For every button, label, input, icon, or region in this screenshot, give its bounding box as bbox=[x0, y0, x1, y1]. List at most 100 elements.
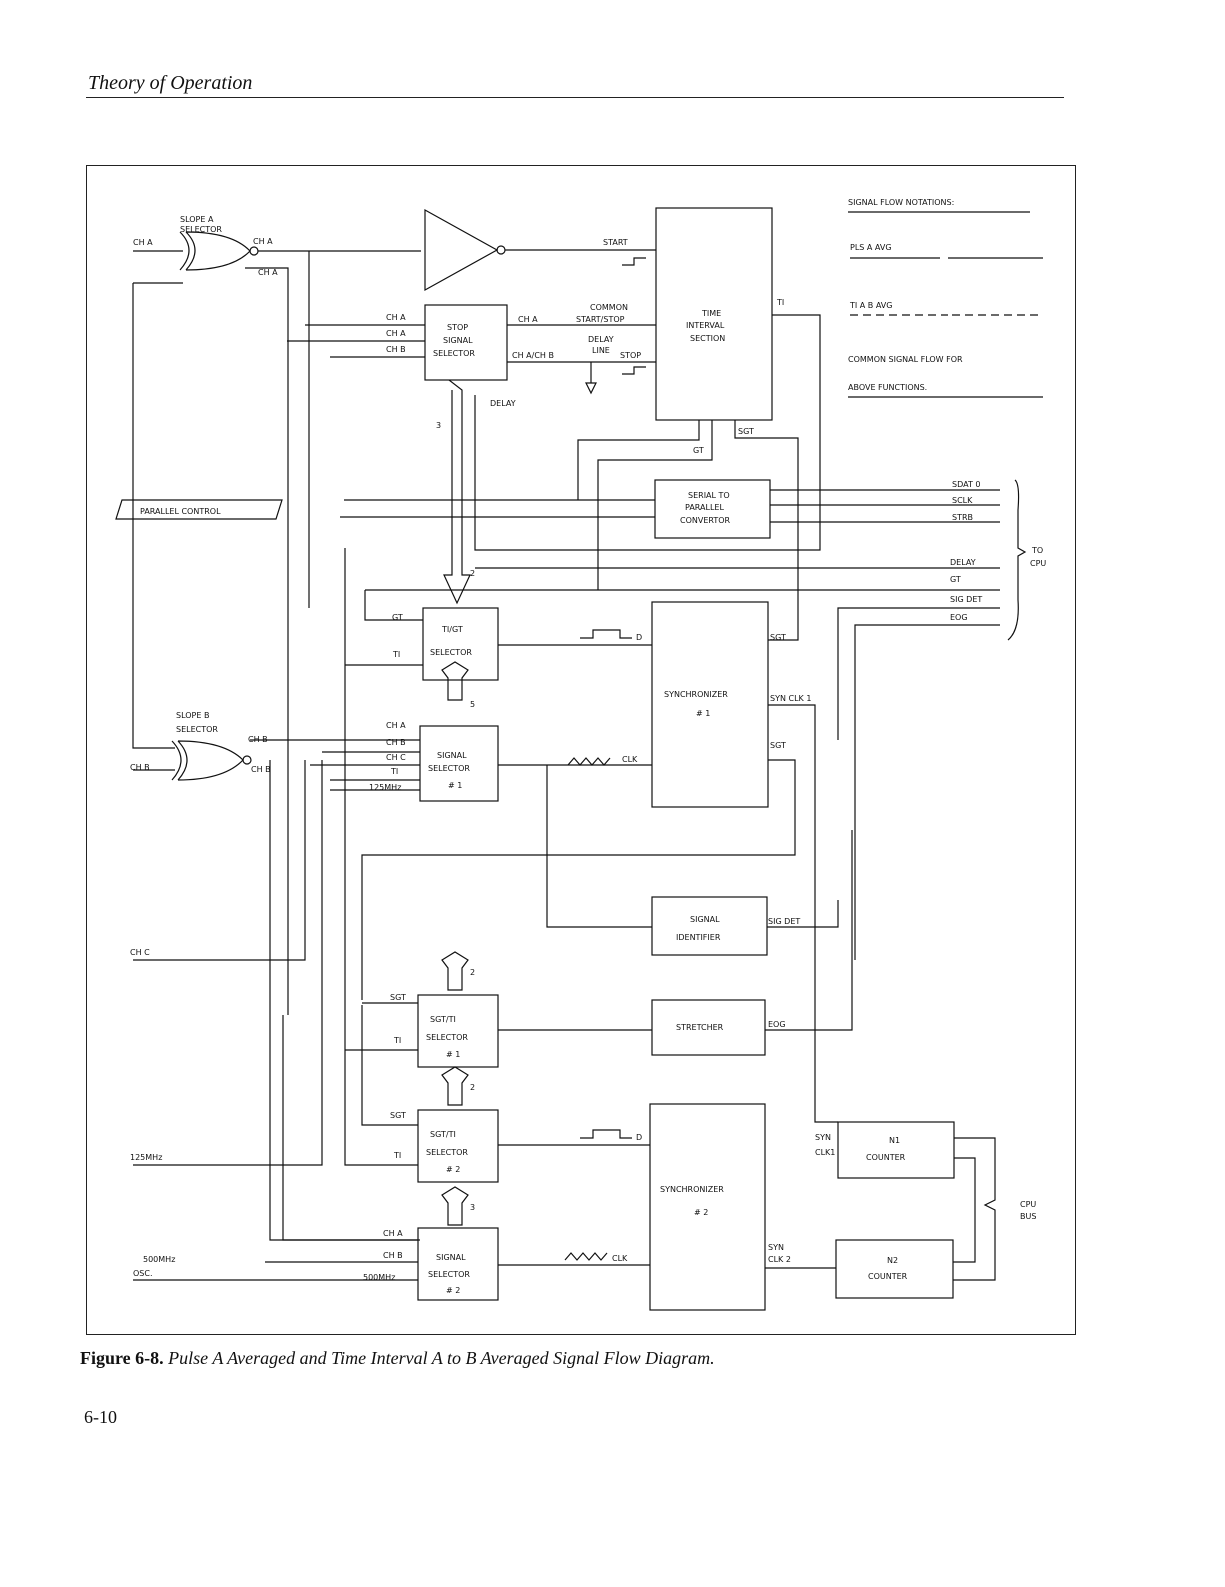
sgt1-label-2: SELECTOR bbox=[426, 1033, 468, 1042]
signal-selector-1-block bbox=[419, 725, 499, 802]
bus-2a-arrow bbox=[441, 951, 469, 991]
cha-input-label: CH A bbox=[133, 238, 153, 247]
sgt-ti-selector-2-block bbox=[417, 1109, 499, 1183]
clk2-label: CLK bbox=[612, 1254, 628, 1263]
sgt-ti-outputs bbox=[498, 1029, 652, 1146]
clk-waveform bbox=[567, 757, 611, 766]
slope-b-output-bubble bbox=[242, 755, 252, 765]
n1-label-2: COUNTER bbox=[866, 1153, 906, 1162]
stp-label-1: SERIAL TO bbox=[688, 491, 730, 500]
n2-counter-block bbox=[835, 1239, 954, 1299]
125mhz-label: 125MHz bbox=[130, 1153, 162, 1162]
clk2-syn-label: CLK 2 bbox=[768, 1255, 791, 1264]
cha-out-label: CH A bbox=[258, 268, 278, 277]
sdat-label: SDAT 0 bbox=[952, 480, 980, 489]
chc-line bbox=[133, 760, 306, 961]
d2-waveform bbox=[580, 1129, 632, 1139]
sgt-return-line bbox=[361, 759, 796, 1000]
stp-label-2: PARALLEL bbox=[685, 503, 724, 512]
notation-title: SIGNAL FLOW NOTATIONS: bbox=[848, 198, 954, 207]
pls-legend-label: PLS A AVG bbox=[850, 243, 892, 252]
tigt-label-1: TI/GT bbox=[441, 625, 463, 634]
cpu-serial-lines bbox=[770, 489, 1000, 523]
clk-label: CLK bbox=[622, 755, 638, 764]
stop-block-label-3: SELECTOR bbox=[433, 349, 475, 358]
page-header: Theory of Operation bbox=[88, 72, 253, 94]
sgt1-ti-in: TI bbox=[393, 1036, 401, 1045]
ss2-label-2: SELECTOR bbox=[428, 1270, 470, 1279]
to-cpu-label-2: CPU bbox=[1030, 559, 1046, 568]
ss2-label-3: # 2 bbox=[446, 1286, 460, 1295]
tis-label-2: INTERVAL bbox=[686, 321, 725, 330]
syn-clk1-line bbox=[768, 704, 838, 1123]
delay-out-label: DELAY bbox=[950, 558, 976, 567]
parallel-control-box bbox=[115, 499, 283, 520]
start-buffer-triangle bbox=[424, 208, 499, 292]
stp-label-3: CONVERTOR bbox=[680, 516, 731, 525]
sigdet-eog-lines bbox=[837, 607, 1000, 960]
figure-caption: Figure 6-8. Pulse A Averaged and Time In… bbox=[80, 1348, 715, 1369]
clk2-waveform bbox=[564, 1252, 608, 1261]
sgt2-label-1: SGT/TI bbox=[430, 1130, 456, 1139]
bus-2b-arrow bbox=[441, 1066, 469, 1106]
ss1-inputs bbox=[310, 751, 420, 791]
bus-5-arrow bbox=[441, 661, 469, 701]
sigdet-return bbox=[767, 900, 839, 928]
figure-number: Figure 6-8. bbox=[80, 1348, 164, 1368]
tigt-label-2: SELECTOR bbox=[430, 648, 472, 657]
bus-2-top-label: 2 bbox=[470, 569, 475, 578]
synchronizer-1-block bbox=[651, 601, 769, 808]
start-waveform bbox=[622, 257, 646, 266]
sgt-label: SGT bbox=[738, 427, 754, 436]
syn-clk1-label: SYN CLK 1 bbox=[770, 694, 811, 703]
tis-label-3: SECTION bbox=[690, 334, 725, 343]
eog-out-label: EOG bbox=[950, 613, 968, 622]
serial-to-parallel-block bbox=[654, 479, 771, 539]
stop-in-cha-2: CH A bbox=[386, 329, 406, 338]
sigdet-out-label: SIG DET bbox=[950, 595, 982, 604]
stop-selector-inputs bbox=[287, 324, 425, 358]
syn-label: SYN bbox=[815, 1133, 831, 1142]
chc-input-label: CH C bbox=[130, 948, 150, 957]
bus-5-label: 5 bbox=[470, 700, 475, 709]
stop-signal-selector-block bbox=[424, 304, 508, 381]
n1-label-1: N1 bbox=[889, 1136, 900, 1145]
slope-b-label-2: SELECTOR bbox=[176, 725, 218, 734]
syn2-label: SYN bbox=[768, 1243, 784, 1252]
slope-a-label-2: SELECTOR bbox=[180, 225, 222, 234]
stop-in-cha-1: CH A bbox=[386, 313, 406, 322]
osc-label-1: 500MHz bbox=[143, 1255, 175, 1264]
bus-3-label: 3 bbox=[470, 1203, 475, 1212]
slope-b-label-1: SLOPE B bbox=[176, 711, 209, 720]
stop-label: STOP bbox=[620, 351, 641, 360]
chb-input-label: CH B bbox=[130, 763, 150, 772]
stop-block-label-2: SIGNAL bbox=[443, 336, 473, 345]
common-label-1: COMMON bbox=[590, 303, 628, 312]
time-interval-section-block bbox=[655, 207, 773, 421]
sync2-label-1: SYNCHRONIZER bbox=[660, 1185, 724, 1194]
parallel-control-link-a bbox=[132, 282, 183, 749]
ss1-chc-in: CH C bbox=[386, 753, 406, 762]
ti-output-loop bbox=[474, 314, 821, 551]
sgt1-label-3: # 1 bbox=[446, 1050, 460, 1059]
cha-chb-label: CH A/CH B bbox=[512, 351, 554, 360]
cha-bar-label: CH A bbox=[253, 237, 273, 246]
sgt2-ti-in: TI bbox=[393, 1151, 401, 1160]
sgt1-sgt-in: SGT bbox=[390, 993, 406, 1002]
clk-to-identifier bbox=[546, 765, 652, 928]
stretcher-block bbox=[651, 999, 766, 1056]
gt-output-line-2 bbox=[597, 420, 713, 590]
signal-selector-2-block bbox=[417, 1227, 499, 1301]
ss1-ti-in: TI bbox=[390, 767, 398, 776]
bus-2a-label: 2 bbox=[470, 968, 475, 977]
ss2-inputs bbox=[133, 1015, 418, 1281]
ti-gt-selector-block bbox=[422, 607, 499, 681]
sgt-ti-selector-1-block bbox=[417, 994, 499, 1068]
slope-a-output-bubble bbox=[249, 246, 259, 256]
chb-out-label: CH B bbox=[251, 765, 271, 774]
cpu-bus-lines bbox=[953, 1137, 996, 1281]
ss2-cha-in: CH A bbox=[383, 1229, 403, 1238]
delay-line-label-1: DELAY bbox=[588, 335, 614, 344]
page-number: 6-10 bbox=[84, 1407, 117, 1427]
